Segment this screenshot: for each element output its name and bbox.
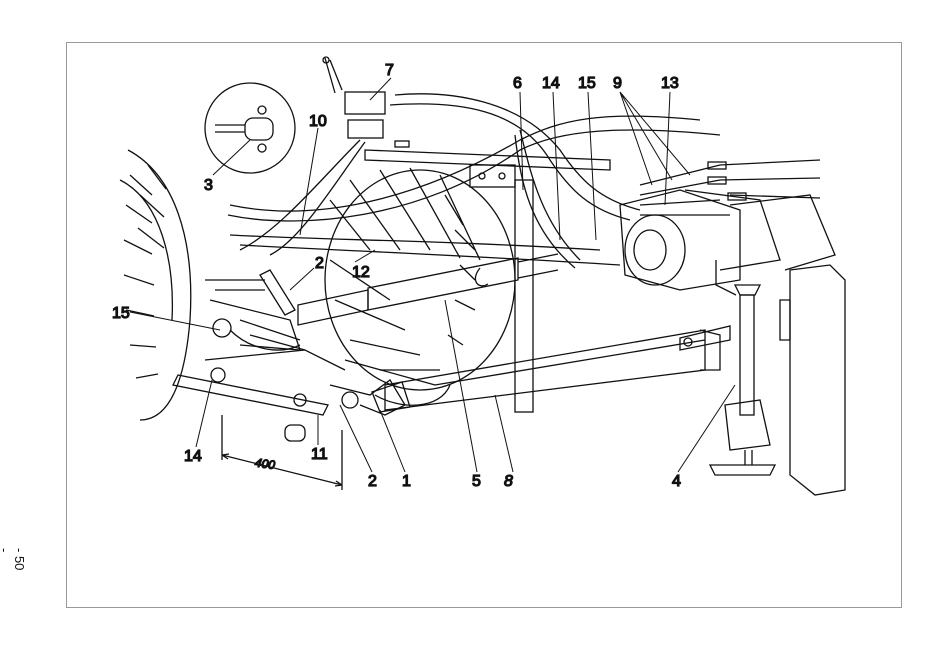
callout-15-left: 15 (112, 305, 130, 322)
upper-crossbar (365, 150, 610, 187)
top-link-chain (205, 270, 305, 350)
callout-13: 13 (661, 75, 679, 92)
callout-2-lower: 2 (368, 473, 377, 490)
vertical-post (515, 180, 533, 412)
callout-11: 11 (311, 446, 328, 463)
callout-2-upper: 2 (315, 255, 324, 272)
callout-8: 8 (504, 473, 513, 490)
callout-14-left: 14 (184, 448, 202, 465)
dimension-label: 400 (254, 456, 276, 473)
callout-1: 1 (402, 473, 411, 490)
callout-10: 10 (309, 113, 327, 130)
callout-9: 9 (613, 75, 622, 92)
callout-3: 3 (204, 177, 213, 194)
control-valve (323, 57, 385, 138)
callout-4: 4 (672, 473, 681, 490)
callout-14-top: 14 (542, 75, 560, 92)
clevis-detail (205, 83, 295, 173)
callout-6: 6 (513, 75, 522, 92)
gearbox (620, 190, 835, 290)
callout-12: 12 (352, 264, 370, 281)
callout-7: 7 (385, 62, 394, 79)
drawbar-frame (345, 326, 730, 410)
callout-5: 5 (472, 473, 481, 490)
tractor-wheel (120, 150, 191, 420)
callout-15-top: 15 (578, 75, 596, 92)
support-jack (710, 260, 845, 495)
